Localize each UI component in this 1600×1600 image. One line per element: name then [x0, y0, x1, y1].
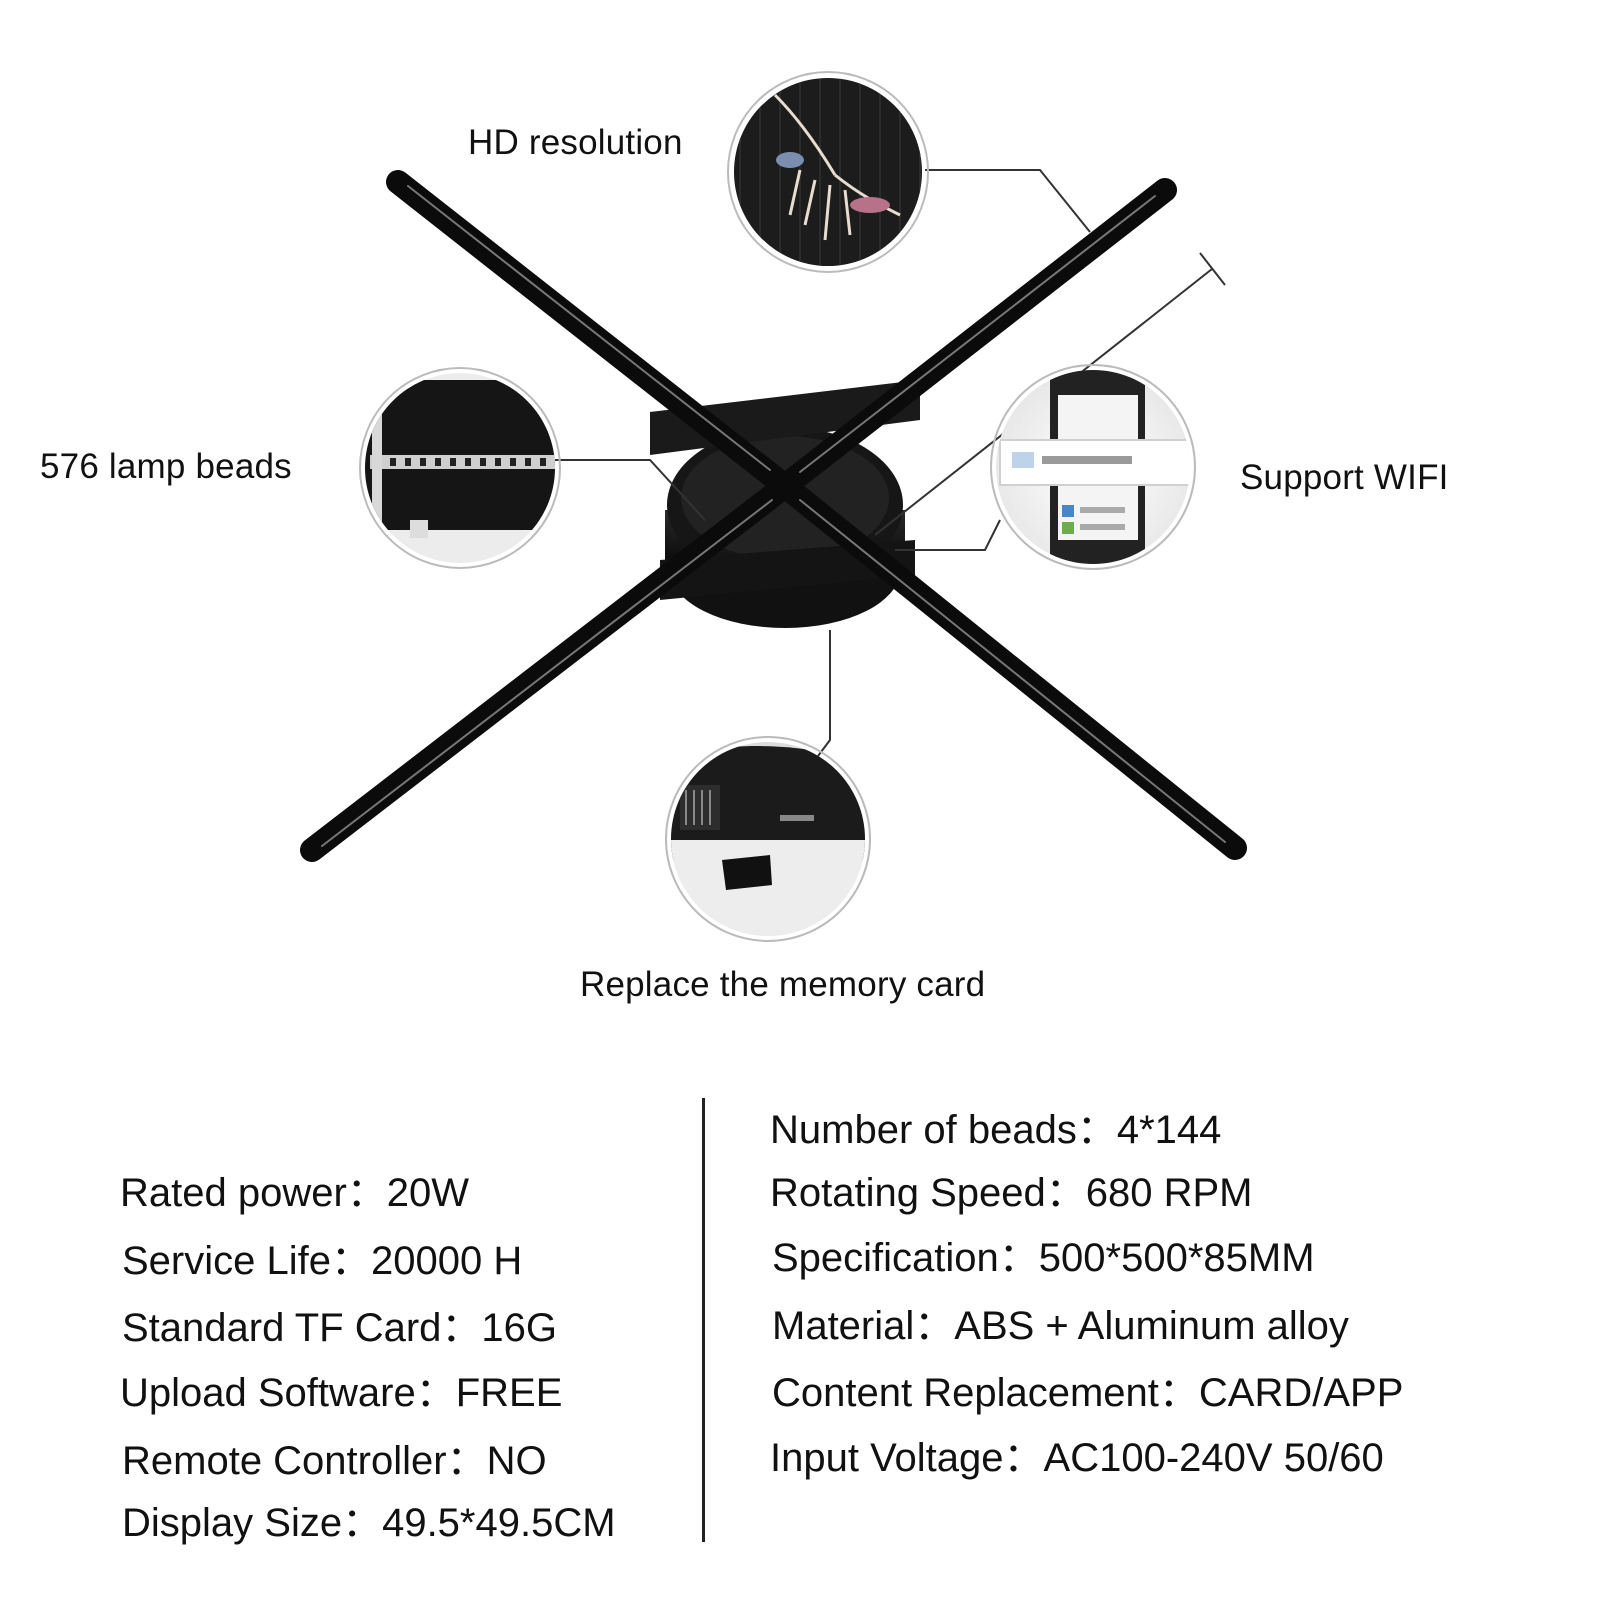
support-wifi-label: Support WIFI [1240, 458, 1449, 497]
spec-value: AC100-240V 50/60 [1043, 1436, 1384, 1480]
spec-label: Material [772, 1304, 915, 1348]
spec-standard-tf-card: Standard TF Card：16G [122, 1295, 557, 1353]
spec-label: Specification [772, 1236, 999, 1280]
spec-separator: ： [346, 1171, 387, 1215]
spec-separator: ： [1003, 1436, 1044, 1480]
spec-separator: ： [415, 1371, 456, 1415]
spec-value: 4*144 [1116, 1108, 1222, 1152]
wifi-app-photo [990, 364, 1196, 570]
spec-label: Remote Controller [122, 1439, 447, 1483]
spec-separator: ： [998, 1236, 1039, 1280]
spec-value: 20000 H [370, 1239, 523, 1283]
spec-separator: ： [330, 1239, 371, 1283]
lamp-beads-label: 576 lamp beads [40, 447, 292, 486]
hd-resolution-label: HD resolution [468, 123, 683, 162]
spec-service-life: Service Life：20000 H [122, 1228, 522, 1286]
spec-value: 49.5*49.5CM [382, 1501, 616, 1545]
spec-separator: ： [441, 1306, 482, 1350]
spec-specification: Specification：500*500*85MM [772, 1225, 1315, 1283]
spec-value: 16G [481, 1306, 558, 1350]
spec-value: ABS + Aluminum alloy [954, 1304, 1349, 1348]
spec-label: Content Replacement [772, 1371, 1159, 1415]
spec-separator: ： [1045, 1171, 1086, 1215]
spec-divider [702, 1098, 705, 1542]
spec-label: Input Voltage [770, 1436, 1004, 1480]
spec-number-of-beads: Number of beads：4*144 [770, 1097, 1221, 1155]
spec-separator: ： [446, 1439, 487, 1483]
spec-label: Number of beads [770, 1108, 1077, 1152]
spec-display-size: Display Size：49.5*49.5CM [122, 1490, 616, 1548]
spec-label: Rotating Speed [770, 1171, 1046, 1215]
spec-value: 500*500*85MM [1038, 1236, 1315, 1280]
spec-value: 680 RPM [1085, 1171, 1253, 1215]
spec-label: Standard TF Card [122, 1306, 442, 1350]
memory-card-label: Replace the memory card [580, 965, 986, 1004]
spec-value: CARD/APP [1198, 1371, 1404, 1415]
spec-value: NO [486, 1439, 547, 1483]
spec-content-replacement: Content Replacement：CARD/APP [772, 1360, 1403, 1418]
spec-label: Upload Software [120, 1371, 416, 1415]
fan-blades [300, 170, 1247, 862]
spec-separator: ： [342, 1501, 383, 1545]
spec-value: FREE [455, 1371, 563, 1415]
spec-separator: ： [1076, 1108, 1117, 1152]
lamp-beads-photo [359, 367, 561, 569]
spec-rated-power: Rated power：20W [120, 1160, 469, 1218]
hologram-fan-illustration [300, 71, 1247, 942]
spec-input-voltage: Input Voltage：AC100-240V 50/60 [770, 1425, 1384, 1483]
spec-label: Rated power [120, 1171, 347, 1215]
spec-label: Service Life [122, 1239, 331, 1283]
spec-rotating-speed: Rotating Speed：680 RPM [770, 1160, 1253, 1218]
spec-upload-software: Upload Software：FREE [120, 1360, 562, 1418]
spec-remote-controller: Remote Controller：NO [122, 1428, 547, 1486]
spec-separator: ： [1158, 1371, 1199, 1415]
spec-label: Display Size [122, 1501, 343, 1545]
spec-separator: ： [914, 1304, 955, 1348]
spec-value: 20W [386, 1171, 470, 1215]
spec-material: Material：ABS + Aluminum alloy [772, 1293, 1349, 1351]
hd-resolution-photo [727, 71, 929, 273]
memory-card-photo [665, 736, 871, 942]
